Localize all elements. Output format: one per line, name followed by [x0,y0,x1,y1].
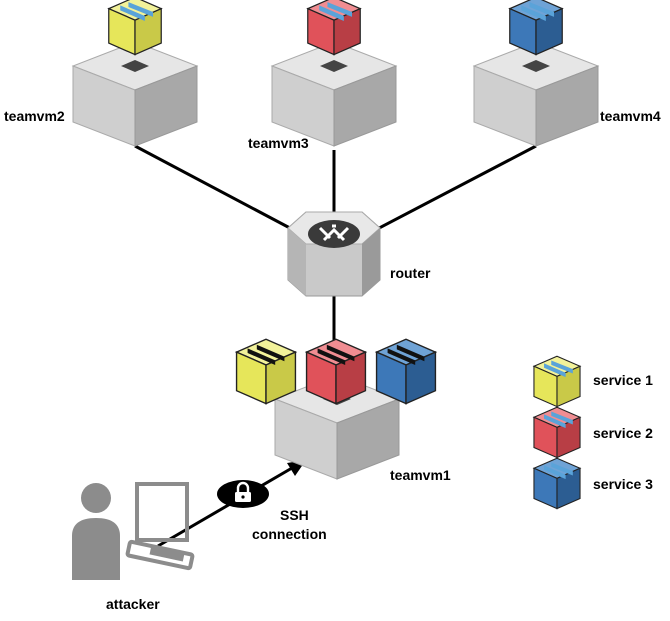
legend-service2-package [532,406,582,459]
legend-label-service2: service 2 [593,425,653,441]
ssh-label-line2: connection [252,526,327,542]
network-links [134,144,537,548]
attacker [72,482,195,580]
package-icon [306,0,362,56]
package-icon [532,406,582,459]
service1-package-teamvm1 [234,338,298,405]
server-teamvm4[interactable] [472,0,600,147]
package-icon [234,338,298,405]
router-icon [287,211,381,297]
label-teamvm1: teamvm1 [390,467,451,483]
server-icon [71,41,199,147]
package-icon [508,0,564,56]
service2-package-teamvm1 [304,338,368,405]
server-icon [472,41,600,147]
link-teamvm2-router [134,144,306,238]
ssh-arrow-line [157,466,293,548]
legend-service3-package [532,457,582,510]
label-attacker: attacker [106,596,160,612]
package-icon [532,355,582,408]
server-icon [270,41,398,147]
legend-service1-package [532,355,582,408]
label-teamvm2: teamvm2 [4,108,65,124]
package-icon [304,338,368,405]
person-icon [72,483,120,580]
label-teamvm4: teamvm4 [600,108,661,124]
legend-label-service1: service 1 [593,372,653,388]
terminal-icon [125,482,195,571]
label-teamvm3: teamvm3 [248,135,309,151]
legend-label-service3: service 3 [593,476,653,492]
package-icon [107,0,163,56]
service3-package-teamvm1 [374,338,438,405]
legend: service 1 service 2 service 3 [532,355,653,510]
package-icon [374,338,438,405]
router[interactable] [287,211,381,297]
package-icon [532,457,582,510]
server-teamvm3[interactable] [270,0,398,147]
label-router: router [390,265,431,281]
lock-icon [235,481,251,502]
ssh-lock-badge [217,480,269,508]
ssh-label-line1: SSH [280,507,309,523]
server-teamvm2[interactable] [71,0,199,147]
link-teamvm4-router [363,144,537,238]
